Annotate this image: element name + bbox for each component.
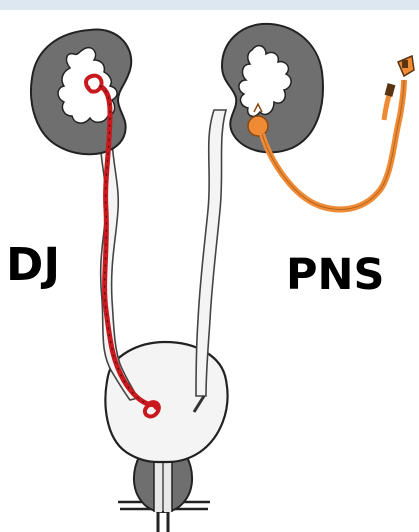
left-kidney [31,30,131,155]
prostate [134,455,192,512]
bladder [105,342,227,462]
right-ureter [196,110,226,396]
label-pns: PNS [286,254,384,297]
label-dj: DJ [6,242,60,287]
right-kidney [222,24,323,152]
